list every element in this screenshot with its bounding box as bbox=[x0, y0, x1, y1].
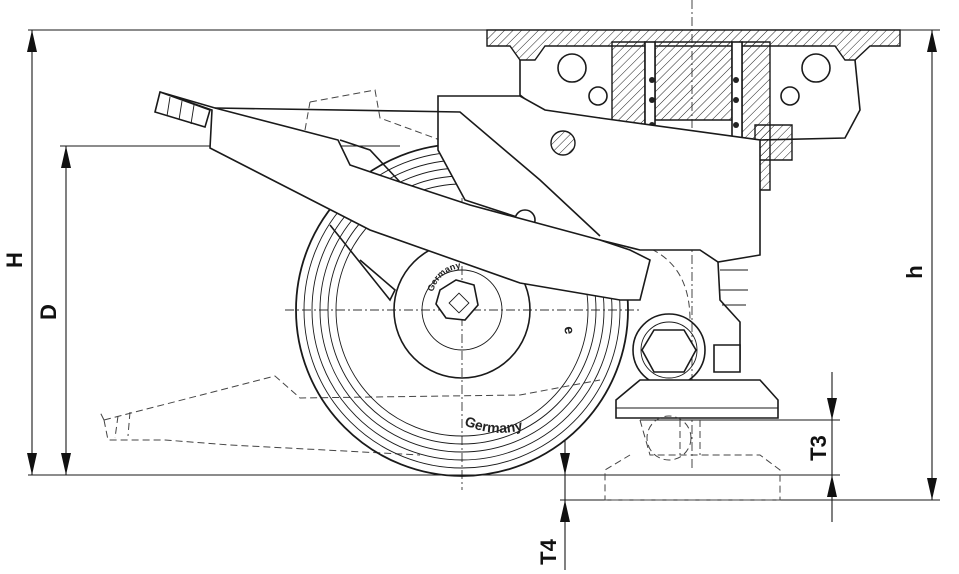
dimension-label-T4: T4 bbox=[536, 538, 561, 564]
caster-fork bbox=[437, 95, 761, 360]
wheel-side-letter: e bbox=[561, 325, 578, 336]
brake-pedal-icon bbox=[154, 90, 651, 302]
dimension-D: D bbox=[36, 146, 71, 475]
dimension-h: h bbox=[902, 30, 937, 500]
dimension-label-h: h bbox=[902, 265, 927, 278]
hub-hex-icon bbox=[435, 279, 479, 321]
dimension-T3: T3 bbox=[806, 372, 837, 522]
dimension-label-T3: T3 bbox=[806, 435, 831, 461]
wheel-rim-text: Germany bbox=[463, 413, 524, 436]
dimension-T4: T4 bbox=[536, 440, 570, 570]
dimension-label-H: H bbox=[2, 252, 27, 268]
dimension-H: H bbox=[2, 30, 37, 475]
leveling-foot-icon bbox=[604, 379, 781, 501]
dimension-label-D: D bbox=[36, 304, 61, 320]
hex-bolt-icon bbox=[632, 313, 741, 387]
